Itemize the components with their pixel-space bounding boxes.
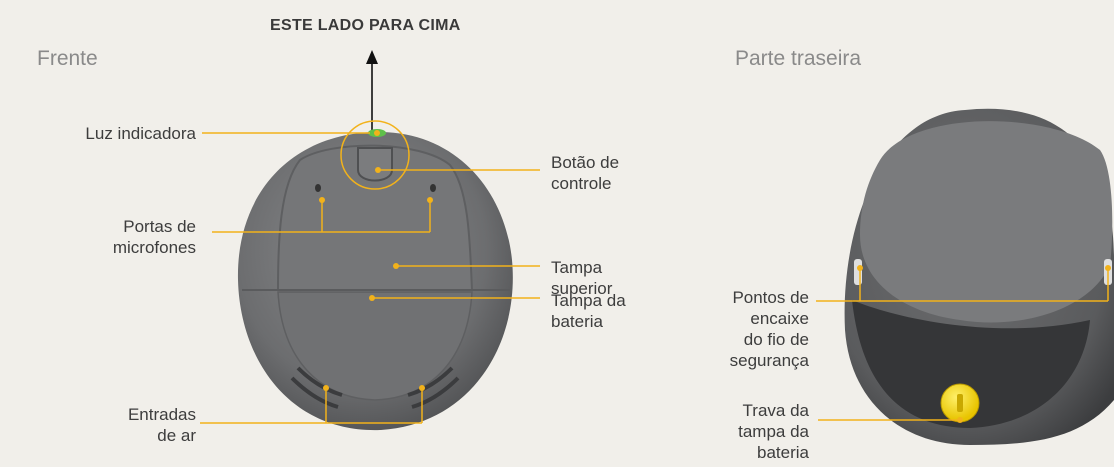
- battery-cover-label: Tampa da bateria: [551, 291, 626, 331]
- top-cover-label: Tampa superior: [551, 258, 613, 298]
- this-side-up-label: ESTE LADO PARA CIMA: [270, 17, 461, 34]
- front-device-illustration: [237, 129, 513, 431]
- leader-dots: [319, 130, 1111, 423]
- battery-cover-lock-label: Trava da tampa da bateria: [738, 401, 809, 462]
- microphone-ports-label: Portas de microfones: [112, 217, 196, 257]
- safety-line-points-label: Pontos de encaixe do fio de segurança: [729, 288, 809, 370]
- front-heading: Frente: [37, 47, 98, 70]
- control-button-label: Botão de controle: [551, 153, 620, 193]
- leader-lines: [200, 120, 1109, 424]
- up-arrow-icon: [366, 50, 378, 134]
- back-heading: Parte traseira: [735, 47, 862, 70]
- indicator-light-label: Luz indicadora: [85, 124, 196, 143]
- back-device-illustration: [844, 108, 1114, 445]
- air-inlets-label: Entradas de ar: [127, 405, 196, 445]
